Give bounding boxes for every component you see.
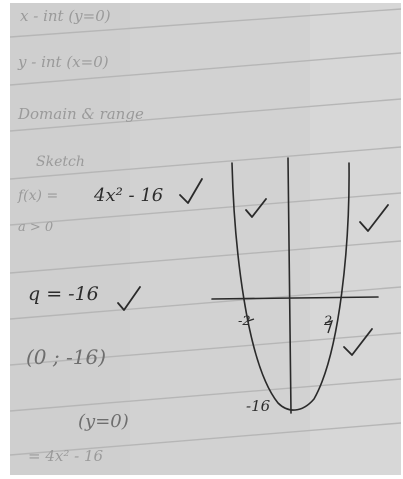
note-domain-range: Domain & range [18,105,144,123]
note-vertex-point: (0 ; -16) [26,345,106,369]
check-marks [117,178,389,356]
note-y-zero-check: (y=0) [78,411,129,432]
note-sketch: Sketch [36,154,85,170]
parabola-sketch [211,157,379,414]
graph-left-root-label: -2 [238,314,251,329]
note-a-positive: a > 0 [18,220,54,235]
graph-vertex-label: -16 [246,397,271,415]
note-function-lhs: f(x) = [18,188,59,204]
notebook-photo: x - int (y=0) y - int (x=0) Domain & ran… [10,3,401,475]
note-q-value: q = -16 [28,283,99,305]
note-function-rhs: 4x² - 16 [94,185,164,206]
graph-right-root-label: 2 [324,314,333,329]
ruled-lines [10,8,401,456]
note-bottom-equation: = 4x² - 16 [28,447,104,465]
note-y-intercept: y - int (x=0) [18,53,109,71]
paper-background [10,3,401,475]
note-x-intercept: x - int (y=0) [20,7,111,25]
